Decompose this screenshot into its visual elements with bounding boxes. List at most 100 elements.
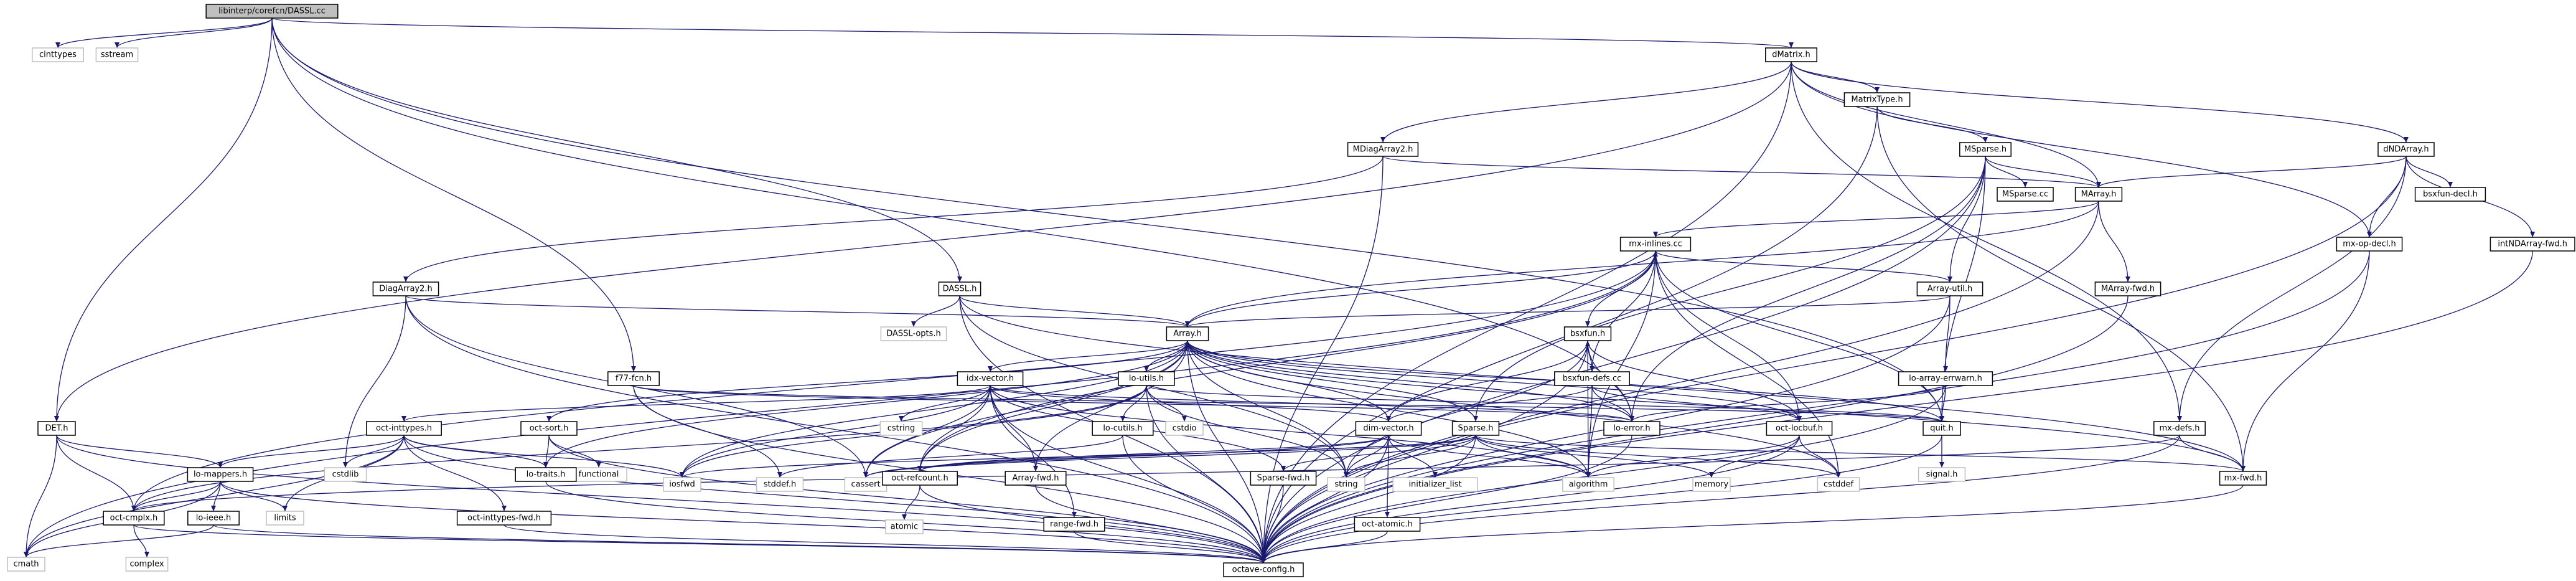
node-dassl-h[interactable]: DASSL.h [938,281,981,296]
node-box [1347,142,1419,157]
node-label: DASSL-opts.h [886,329,941,339]
edge-mx-fwd-to-octave-config [1263,484,2244,564]
node-dim-vector[interactable]: dim-vector.h [1355,421,1422,436]
node-mdiagarray2[interactable]: MDiagArray2.h [1347,142,1419,157]
node-oct-cmplx[interactable]: oct-cmplx.h [103,511,165,526]
node-oct-inttypes-fwd[interactable]: oct-inttypes-fwd.h [456,511,552,526]
node-array-h[interactable]: Array.h [1166,326,1209,341]
node-lo-error[interactable]: lo-error.h [1603,421,1660,436]
edge-mx-defs-to-mx-fwd [2179,435,2244,472]
node-algorithm: algorithm [1562,477,1614,492]
edge-mx-inlines-to-oct-cmplx [133,250,1656,512]
node-lo-mappers[interactable]: lo-mappers.h [187,467,254,482]
node-dndarray[interactable]: dNDArray.h [2377,142,2435,157]
node-label: lo-utils.h [1129,374,1164,384]
node-range-fwd[interactable]: range-fwd.h [1043,517,1105,532]
edge-arrowhead [1281,466,1286,471]
node-label: mx-op-decl.h [2343,240,2396,249]
edge-lo-mappers-to-octave-config [220,481,1264,564]
node-idx-vector[interactable]: idx-vector.h [957,371,1024,386]
edge-mx-inlines-to-array-h [1187,250,1656,328]
edge-dassl-cc-to-cinttypes [57,17,273,49]
node-label: mx-fwd.h [2224,474,2262,483]
node-sparse[interactable]: Sparse.h [1451,421,1500,436]
edge-oct-locbuf-to-algorithm [1588,435,1800,478]
node-box [879,421,923,436]
node-matrixtype[interactable]: MatrixType.h [1843,92,1911,107]
edge-arrowhead [1144,366,1149,372]
node-f77-fcn[interactable]: f77-fcn.h [607,371,660,386]
node-oct-refcount[interactable]: oct-refcount.h [882,471,958,486]
node-mx-defs[interactable]: mx-defs.h [2153,421,2206,436]
node-oct-sort[interactable]: oct-sort.h [520,421,578,436]
node-label: octave-config.h [1232,565,1295,575]
node-box [1603,421,1660,436]
edge-array-h-to-octave-config [1187,340,1264,564]
edge-array-h-to-cstddef [1187,340,1839,478]
node-array-fwd[interactable]: Array-fwd.h [1005,471,1067,486]
edge-array-h-to-idx-vector [990,340,1188,372]
edge-lo-utils-to-string [1146,385,1347,478]
edge-msparse-to-sparse [1475,156,1986,422]
edge-intndarray-fwd-to-octave-config [1263,250,2533,564]
node-functional: functional [570,467,627,482]
node-mx-fwd[interactable]: mx-fwd.h [2219,471,2267,486]
node-marray[interactable]: MArray.h [2074,187,2123,202]
node-oct-locbuf[interactable]: oct-locbuf.h [1766,421,1833,436]
node-array-util[interactable]: Array-util.h [1916,281,1984,296]
edge-sparse-to-memory [1475,435,1712,478]
edge-array-h-to-cassert [865,340,1188,478]
node-oct-atomic[interactable]: oct-atomic.h [1354,517,1421,532]
edge-idx-vector-to-algorithm [990,385,1589,478]
node-msparse-cc[interactable]: MSparse.cc [1997,187,2054,202]
node-label: quit.h [1930,424,1954,433]
edge-mdiagarray2-to-diagarray2 [405,156,1384,283]
edge-mx-op-decl-to-octave-config [1263,250,2370,564]
node-sparse-fwd[interactable]: Sparse-fwd.h [1250,471,1317,486]
node-dmatrix[interactable]: dMatrix.h [1765,47,1817,62]
node-octave-config[interactable]: octave-config.h [1223,562,1304,577]
node-box [456,511,552,526]
node-quit[interactable]: quit.h [1923,421,1961,436]
edge-diagarray2-to-cstdlib [345,295,406,468]
node-lo-utils[interactable]: lo-utils.h [1118,371,1175,386]
node-bsxfun[interactable]: bsxfun.h [1563,326,1612,341]
node-label: string [1334,480,1357,489]
edge-mx-inlines-to-quit [1655,250,1942,422]
node-box [882,471,958,486]
node-box [1250,471,1317,486]
node-box [1923,421,1961,436]
node-mx-inlines[interactable]: mx-inlines.cc [1619,237,1692,252]
edge-dim-vector-to-cassert [865,435,1389,478]
node-oct-inttypes[interactable]: oct-inttypes.h [366,421,442,436]
node-label: Array.h [1173,329,1202,339]
node-box [1166,326,1209,341]
node-label: lo-ieee.h [196,514,231,523]
node-mx-op-decl[interactable]: mx-op-decl.h [2336,237,2403,252]
node-bsxfun-decl[interactable]: bsxfun-decl.h [2414,187,2486,202]
node-lo-cutils[interactable]: lo-cutils.h [1092,421,1154,436]
edge-lo-array-errwarn-to-lo-error [1631,385,1946,422]
edge-arrowhead [2367,232,2372,237]
node-box [2074,187,2123,202]
node-bsxfun-defs[interactable]: bsxfun-defs.cc [1554,371,1630,386]
node-lo-array-errwarn[interactable]: lo-array-errwarn.h [1898,371,1993,386]
node-label: MatrixType.h [1851,95,1903,105]
node-msparse[interactable]: MSparse.h [1959,142,2012,157]
node-marray-fwd[interactable]: MArray-fwd.h [2094,281,2161,296]
edge-msparse-to-msparse-cc [1985,156,2026,188]
node-label: MSparse.h [1964,145,2007,154]
node-box [515,467,577,482]
node-lo-traits[interactable]: lo-traits.h [515,467,577,482]
edge-array-h-to-oct-locbuf [1187,340,1800,422]
node-dassl-cc: libinterp/corefcn/DASSL.cc [205,4,339,19]
node-diagarray2[interactable]: DiagArray2.h [372,281,439,296]
node-intndarray-fwd[interactable]: intNDArray-fwd.h [2489,237,2575,252]
node-label: MDiagArray2.h [1353,145,1413,154]
node-lo-ieee[interactable]: lo-ieee.h [187,511,240,526]
node-det[interactable]: DET.h [37,421,76,436]
edge-mdiagarray2-to-marray [1382,156,2099,188]
node-cinttypes: cinttypes [32,47,84,62]
edge-dmatrix-to-mx-defs [1791,61,2180,422]
